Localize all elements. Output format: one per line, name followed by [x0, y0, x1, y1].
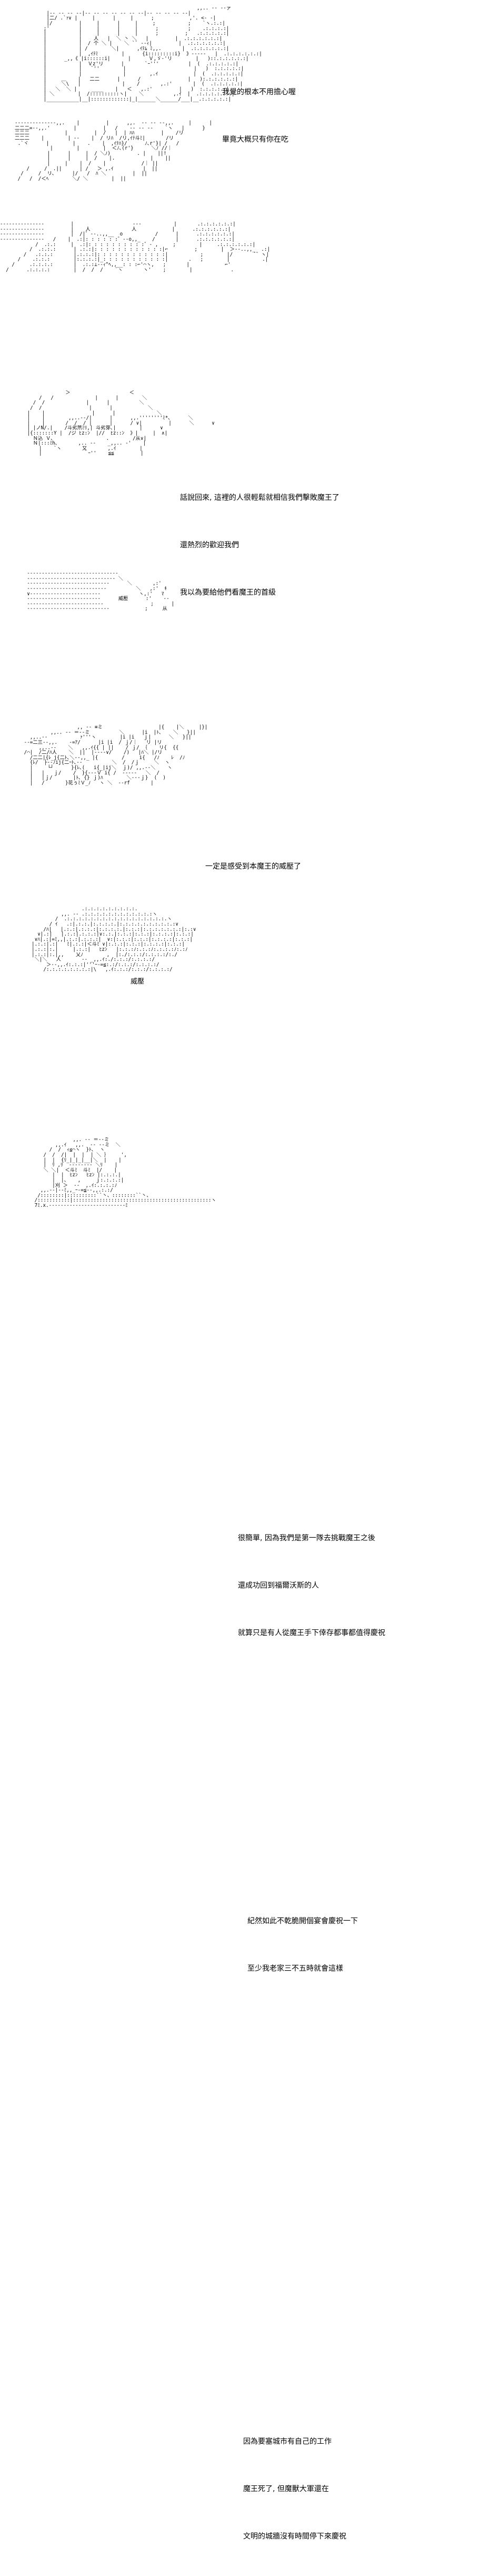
story-panel-7: 因為要塞城市有自己的工作 魔王死了, 但魔獸大軍還在 文明的城牆沒有時間停下來慶…	[0, 1222, 500, 2541]
dialogue-block-2: 話說回來, 這裡的人很輕鬆就相信我們擊敗魔王了 還熱烈的歡迎我們 我以為要給他們…	[180, 458, 339, 632]
story-panel-2: ‐‐‐‐‐‐‐‐‐‐‐‐‐‐‐ | ‐‐‐ | .:.:.:.:.:.:| ‐‐…	[0, 216, 500, 597]
dialogue-line: 還熱烈的歡迎我們	[180, 541, 239, 549]
ascii-art-young-man-talking: .:.:.:.:.:.:.:.:.:. ,,. ‐‐ .:.:.:.:.:.:.…	[32, 906, 196, 973]
ascii-art-demon-lord-iatsu-body: ‐‐‐‐‐‐‐‐‐‐‐‐‐‐‐‐‐‐‐‐‐‐‐‐‐‐‐‐‐‐‐ ‐‐‐‐‐‐‐‐…	[27, 571, 175, 612]
label-iatsu: 威壓	[131, 978, 145, 986]
story-panel-4: ＞ ＜ / / | | ＼ / / | | ＼ / / | | ＼ | | |	[0, 385, 500, 986]
dialogue-block-5: 紀然如此不乾脆開個宴會慶祝一下 至少我老家三不五時就會這樣	[247, 1882, 358, 2008]
dialogue-block-4: 很簡單, 因為我們是第一隊去挑戰魔王之後 還成功回到福爾沃斯的人 就算只是有人從…	[238, 1499, 385, 1673]
dialogue-line: 文明的城牆沒有時間停下來慶祝	[243, 2532, 346, 2541]
ascii-art-demon-lord-closeup: ＞ ＜ / / | | ＼ / / | | ＼ / / | | ＼ | | |	[27, 390, 215, 457]
story-panel-5: ,, ‐‐ ≡ミ |{ |＼ |}| ,,.. ‐‐ ＝‐-ミ ＼ |i |ﾄ､…	[0, 719, 500, 1637]
dialogue-line: 我以為要給他們看魔王的首級	[180, 588, 276, 597]
ascii-art-fortress-gate-crowd: ,,.. -- ‐‐ァ |‐‐ ‐‐ ‐‐ ‐‐|‐‐ ‐‐ ‐‐ ‐‐ ‐‐ …	[43, 5, 262, 102]
dialogue-block-3: 一定是感受到本魔王的威壓了	[205, 827, 301, 906]
dialogue-block-1: 我覺的根本不用擔心喔 畢竟大概只有你在吃	[222, 53, 296, 179]
dialogue-line: 因為要塞城市有自己的工作	[243, 2437, 332, 2446]
dialogue-line: 一定是感受到本魔王的威壓了	[205, 862, 301, 871]
dialogue-block-6: 因為要塞城市有自己的工作 魔王死了, 但魔獸大軍還在 文明的城牆沒有時間停下來慶…	[243, 2402, 346, 2576]
ascii-art-banner-crowd: ‐‐‐‐‐‐‐‐‐‐‐‐‐‐‐ | ‐‐‐ | .:.:.:.:.:.:| ‐‐…	[0, 221, 271, 273]
story-panel-6: .:.:.:.:.:.:.:.:.:. ,,. ‐‐ .:.:.:.:.:.:.…	[0, 901, 500, 1973]
ascii-art-knight-and-city: ,,. ‐‐ ＝‐-ミ ,,.ｲ ,,. ‐‐ ‐-ミ ＼ / / ｨ≦⌒ヽ }…	[34, 1137, 216, 1209]
dialogue-line: 至少我老家三不五時就會這樣	[247, 1964, 343, 1973]
dialogue-line: 很簡單, 因為我們是第一隊去挑戰魔王之後	[238, 1534, 375, 1542]
dialogue-line: 我覺的根本不用擔心喔	[222, 88, 296, 96]
dialogue-line: 就算只是有人從魔王手下倖存都事都值得慶祝	[238, 1629, 385, 1637]
ascii-art-elf-woman-talking: ,, ‐‐ ≡ミ |{ |＼ |}| ,,.. ‐‐ ＝‐-ミ ＼ |i |ﾄ､…	[24, 724, 208, 786]
dialogue-line: 紀然如此不乾脆開個宴會慶祝一下	[247, 1917, 358, 1925]
dialogue-line: 魔王死了, 但魔獸大軍還在	[243, 2485, 329, 2493]
ascii-art-two-characters-walking: ‐‐‐‐‐‐‐‐‐‐‐‐‐‐,,. | | ,,. ‐‐ ‐‐ ‐-,,. | …	[15, 120, 213, 182]
dialogue-line: 還成功回到福爾沃斯的人	[238, 1581, 319, 1590]
dialogue-line: 話說回來, 這裡的人很輕鬆就相信我們擊敗魔王了	[180, 494, 339, 502]
dialogue-line: 畢竟大概只有你在吃	[222, 135, 288, 144]
story-panel-1: ,,.. -- ‐‐ァ |‐‐ ‐‐ ‐‐ ‐‐|‐‐ ‐‐ ‐‐ ‐‐ ‐‐ …	[0, 0, 500, 144]
story-panel-3: ‐‐‐‐‐‐‐‐‐‐‐‐‐‐,,. | | ,,. ‐‐ ‐‐ ‐-,,. | …	[0, 115, 500, 215]
